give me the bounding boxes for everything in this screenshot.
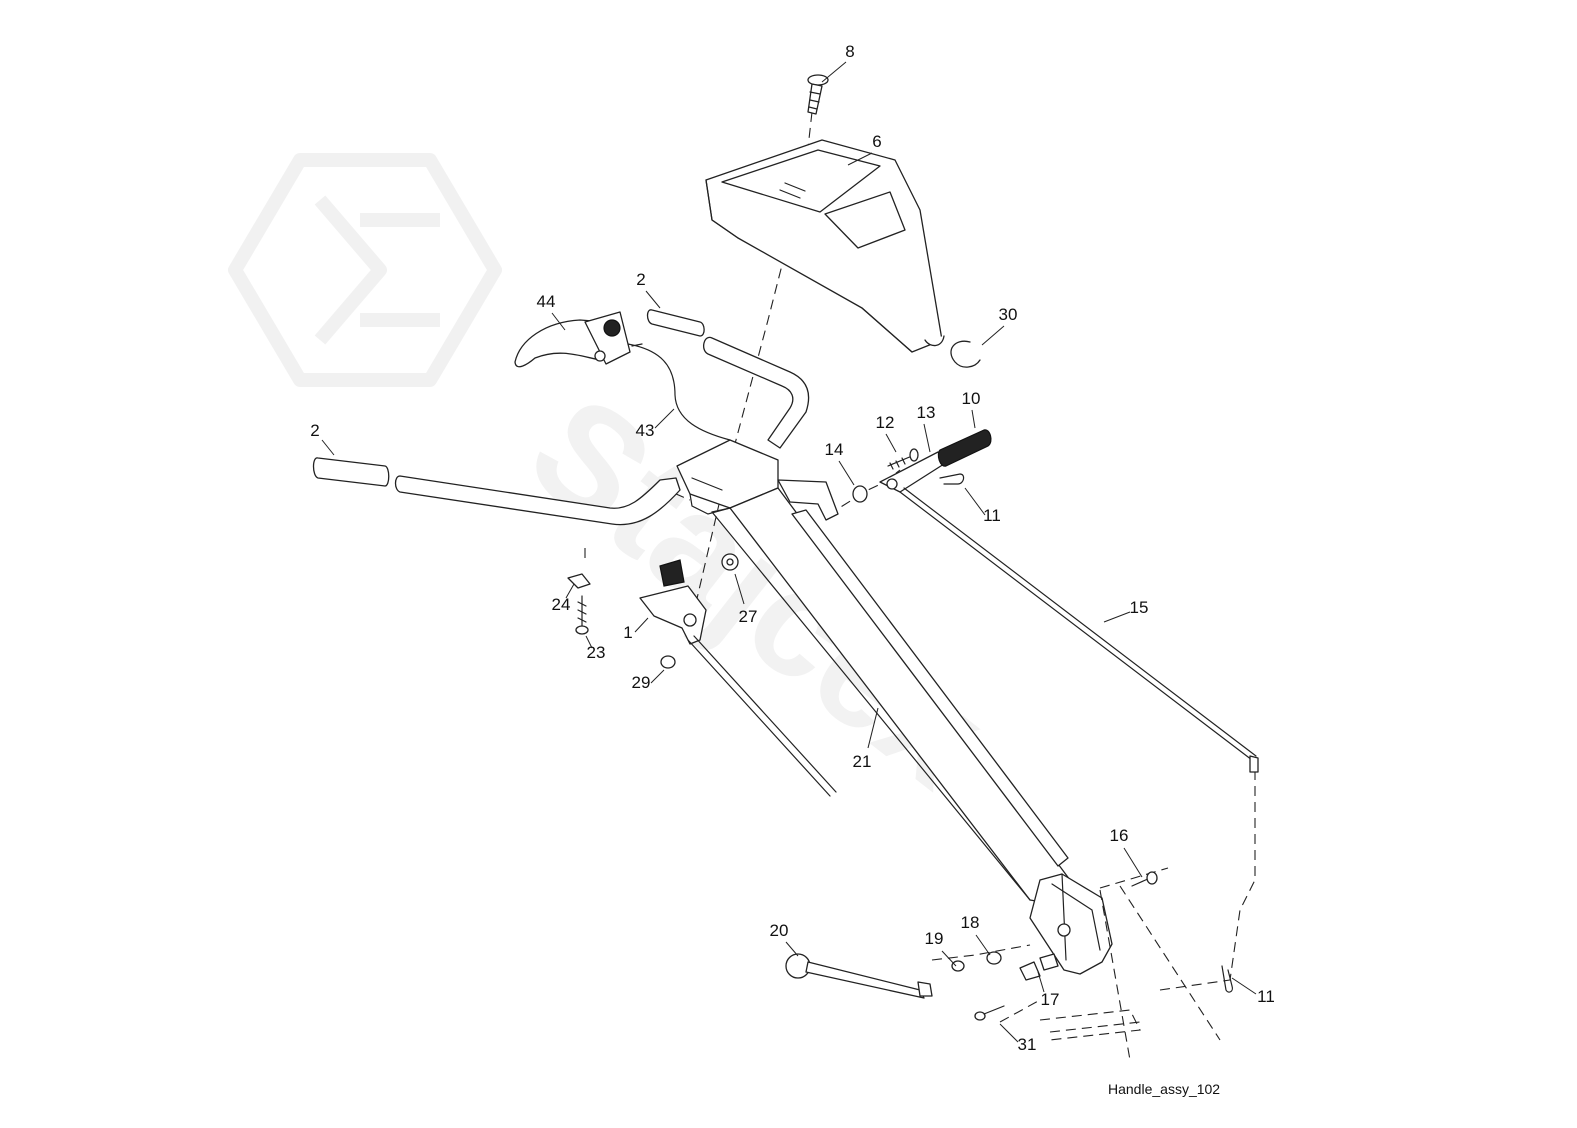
callout-leader-c8 [821, 61, 847, 83]
callout-label-c1: 1 [623, 623, 632, 642]
callout-leader-c11a [964, 487, 986, 516]
washer-part-19 [951, 960, 965, 972]
callout-labels: 8 6 2 44 30 10 13 12 43 2 14 11 24 15 27 1 23 29 21 16 20 18 1… [310, 42, 1275, 1054]
shift-rod-part-15 [899, 487, 1259, 773]
callout-label-c16: 16 [1110, 826, 1129, 845]
callout-label-c2b: 2 [310, 421, 319, 440]
callout-label-c14: 14 [825, 440, 844, 459]
handlebar [394, 336, 810, 526]
handle-grip-part-2-left [312, 457, 390, 487]
diagram-caption: Handle_assy_102 [1108, 1081, 1220, 1097]
callout-label-c10: 10 [962, 389, 981, 408]
callout-leader-c17 [1037, 971, 1045, 993]
bolt-part-23 [575, 595, 589, 635]
callout-label-c11a: 11 [983, 506, 1001, 525]
callout-leader-c44 [551, 312, 566, 331]
nut-part-27 [721, 553, 739, 571]
callout-label-c23: 23 [587, 643, 606, 662]
bolt-part-31 [974, 1005, 1005, 1021]
callout-label-c2a: 2 [636, 270, 645, 289]
callout-leader-c14 [838, 460, 855, 486]
callout-leader-c10 [971, 409, 976, 429]
side-rod [777, 479, 1069, 867]
callout-leader-c20 [785, 941, 799, 957]
bolt-part-12 [887, 448, 919, 470]
control-cable-part-43 [627, 343, 731, 441]
callout-leader-c12 [885, 433, 897, 453]
knob-grip-part-10 [937, 429, 992, 467]
hair-pin-part-11-upper [939, 473, 965, 485]
callout-label-c17: 17 [1041, 990, 1060, 1009]
callout-label-c6: 6 [872, 132, 881, 151]
callout-leader-c13 [923, 423, 931, 453]
callout-label-c15: 15 [1130, 598, 1149, 617]
callout-leader-c16 [1123, 847, 1143, 878]
throttle-bracket-part-1 [639, 559, 837, 797]
callout-leader-c18 [975, 934, 991, 956]
callout-leader-c1 [634, 617, 649, 633]
callout-label-c19: 19 [925, 929, 944, 948]
callout-label-c11b: 11 [1257, 987, 1275, 1006]
screw-part-8 [807, 74, 829, 115]
handle-column-part-21 [676, 439, 1071, 906]
callout-leader-c2a [645, 290, 661, 309]
callout-leader-c23 [585, 635, 593, 649]
callout-label-c8: 8 [845, 42, 854, 61]
callout-label-c27: 27 [739, 607, 758, 626]
callout-label-c43: 43 [636, 421, 655, 440]
callout-leader-c29 [650, 669, 665, 684]
callout-leader-c2b [321, 439, 335, 456]
assembly-axes [584, 111, 1256, 1023]
callout-leader-c19 [941, 950, 957, 967]
callout-label-c44: 44 [537, 292, 556, 311]
hair-pin-part-11-lower [1221, 965, 1233, 993]
control-lever-part-44 [514, 311, 631, 368]
callout-leader-c31 [999, 1023, 1019, 1043]
ring-clip-part-30 [950, 340, 981, 368]
callout-leader-c11b [1231, 977, 1257, 995]
knob-lever-part-20 [785, 953, 933, 999]
lower-bracket [1029, 873, 1113, 975]
callout-label-c20: 20 [770, 921, 789, 940]
callout-leader-c6 [847, 152, 873, 166]
callout-leader-c15 [1103, 611, 1131, 623]
callout-leader-c27 [734, 573, 745, 605]
spacer-part-14 [852, 485, 868, 503]
callout-label-c29: 29 [632, 673, 651, 692]
handle-grip-part-2-right [646, 309, 705, 337]
callout-label-c24: 24 [552, 595, 571, 614]
bushing-part-17 [1019, 953, 1059, 981]
nut-part-29 [660, 655, 676, 669]
bolt-part-16 [1131, 871, 1158, 887]
console-cover-part-6 [705, 139, 945, 353]
callout-label-c30: 30 [999, 305, 1018, 324]
callout-leader-c21 [867, 707, 879, 749]
callout-label-c31: 31 [1018, 1035, 1037, 1054]
phantom-tiller-frame [1039, 885, 1231, 1061]
callout-label-c12: 12 [876, 413, 895, 432]
callout-leader-c43 [654, 408, 675, 429]
callout-label-c18: 18 [961, 913, 980, 932]
callout-label-c21: 21 [853, 752, 872, 771]
callout-leader-c24 [565, 583, 575, 599]
nut-part-18 [986, 951, 1002, 965]
clip-part-24 [567, 573, 591, 589]
callout-label-c13: 13 [917, 403, 936, 422]
callout-leader-c30 [981, 325, 1005, 346]
